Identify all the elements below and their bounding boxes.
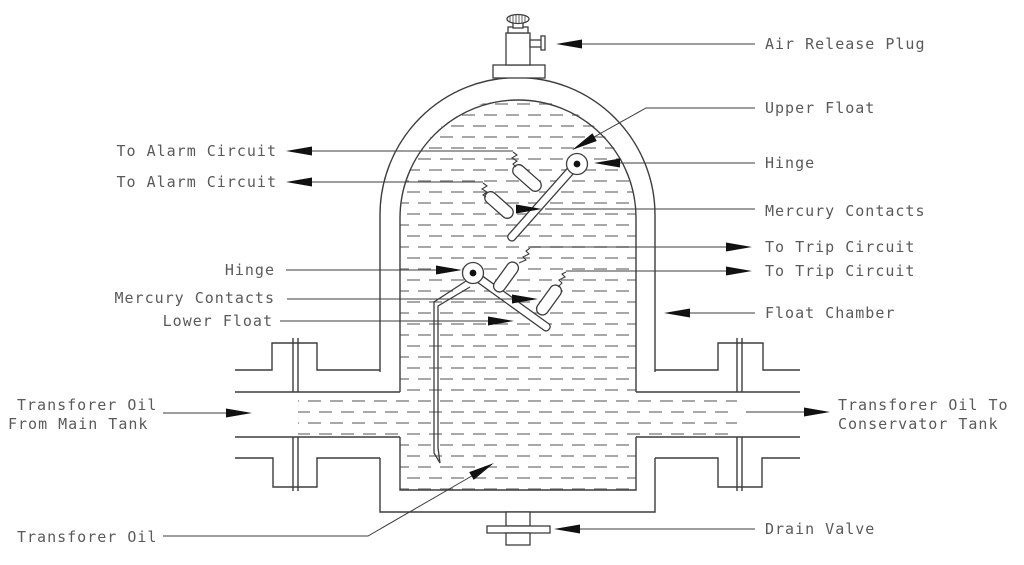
lower-mercury-tube-1	[492, 261, 520, 293]
lower-contact-lead-1	[518, 247, 531, 264]
air-release-plug	[492, 13, 546, 79]
arrow-down-left-icon	[572, 133, 597, 150]
right-pipe-flange	[636, 338, 800, 491]
left-pipe-flange	[235, 338, 400, 491]
arrow-right-icon	[226, 408, 252, 418]
arrow-right-icon	[512, 294, 538, 304]
label-lower-float: Lower Float	[162, 312, 273, 330]
label-oil-to-conservator-line1: Transforer Oil To	[838, 396, 1009, 414]
label-oil-from-main-tank-line1: Transforer Oil	[17, 396, 158, 414]
label-upper-float: Upper Float	[765, 99, 876, 117]
label-hinge-left: Hinge	[224, 261, 275, 279]
upper-mercury-tube-1	[512, 164, 542, 192]
leader-lines	[163, 43, 804, 537]
arrow-right-icon	[436, 265, 462, 275]
upper-contact-lead-1	[510, 151, 518, 168]
lower-contact-lead-2	[557, 271, 567, 288]
float-guide-rod	[433, 280, 471, 464]
arrow-left-icon	[594, 158, 620, 168]
label-oil-to-conservator-line2: Conservator Tank	[838, 415, 999, 433]
label-drain-valve: Drain Valve	[765, 520, 876, 538]
upper-contact-lead-2	[480, 182, 488, 198]
label-oil-from-main-tank-line2: From Main Tank	[8, 415, 149, 433]
arrow-left-icon	[554, 524, 580, 534]
knurled-knob	[506, 13, 530, 25]
label-transformer-oil-bottom: Transforer Oil	[17, 528, 158, 546]
label-to-trip-circuit-1: To Trip Circuit	[765, 238, 916, 256]
arrow-left-icon	[664, 308, 690, 318]
arrow-right-icon	[726, 266, 752, 276]
arrow-right-icon	[726, 242, 752, 252]
arrow-left-icon	[286, 177, 312, 187]
arrow-right-icon	[516, 204, 542, 214]
arrow-right-icon	[804, 407, 830, 417]
arrow-right-icon	[488, 316, 514, 326]
label-to-trip-circuit-2: To Trip Circuit	[765, 262, 916, 280]
label-mercury-contacts-left: Mercury Contacts	[114, 289, 275, 307]
label-to-alarm-circuit-2: To Alarm Circuit	[116, 173, 277, 191]
label-float-chamber: Float Chamber	[765, 304, 896, 322]
leader-arrowheads	[226, 39, 830, 534]
arrow-left-icon	[556, 39, 582, 49]
label-hinge-right: Hinge	[765, 154, 816, 172]
upper-mercury-tube-2	[484, 191, 514, 219]
label-mercury-contacts-right: Mercury Contacts	[765, 202, 926, 220]
label-air-release-plug: Air Release Plug	[765, 35, 926, 53]
drain-valve	[486, 511, 551, 546]
label-to-alarm-circuit-1: To Alarm Circuit	[116, 142, 277, 160]
arrow-left-icon	[286, 146, 312, 156]
arrow-up-right-icon	[469, 463, 494, 480]
upper-float-assembly	[480, 151, 589, 242]
